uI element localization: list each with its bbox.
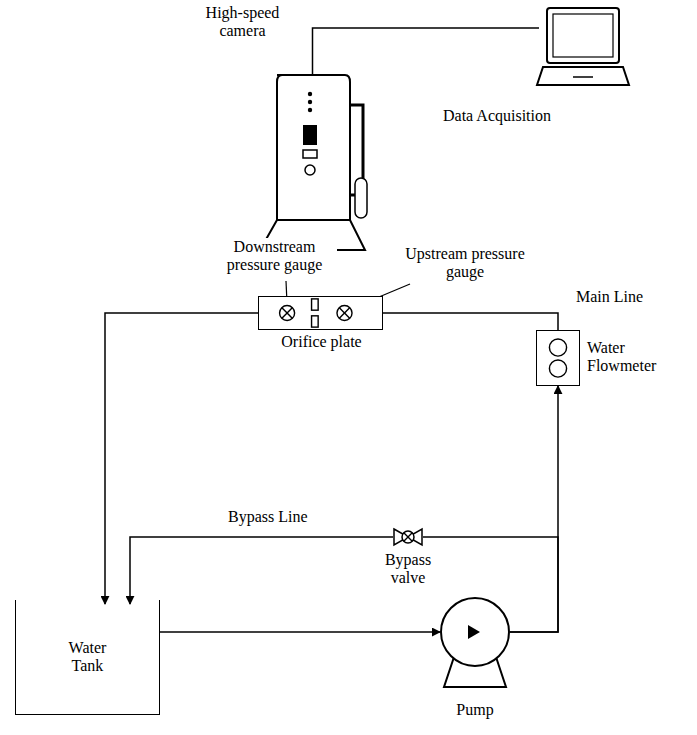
annotation-label: Upstream pressure gauge bbox=[400, 245, 530, 282]
node-label: Bypass valve bbox=[377, 551, 439, 588]
laptop-illustration bbox=[535, 5, 630, 90]
valve-symbol bbox=[393, 527, 423, 547]
node-label: Orifice plate bbox=[259, 333, 384, 351]
pipe-connector bbox=[160, 631, 440, 633]
camera-illustration bbox=[255, 70, 370, 255]
pipe-connector bbox=[130, 537, 393, 604]
pump-node: Pump bbox=[440, 597, 510, 697]
pipe-connector bbox=[105, 313, 258, 604]
camera-node: High-speed camera bbox=[255, 70, 370, 255]
orifice-box: Orifice plate bbox=[258, 296, 383, 330]
pipe-connector bbox=[383, 313, 558, 330]
node-label: Pump bbox=[440, 701, 510, 719]
flowmeter-box: Water Flowmeter bbox=[536, 330, 580, 386]
computer-node: Data Acquisition bbox=[535, 5, 630, 90]
node-label: High-speed camera bbox=[185, 4, 300, 41]
annotation-label: Bypass Line bbox=[228, 508, 328, 526]
node-label: Water Flowmeter bbox=[587, 339, 669, 376]
annotation-label: Main Line bbox=[576, 288, 656, 306]
node-label: Water Tank bbox=[58, 639, 118, 676]
bypass-valve: Bypass valve bbox=[393, 527, 423, 547]
pipe-connector bbox=[510, 386, 558, 632]
node-label: Data Acquisition bbox=[443, 107, 593, 125]
pump-symbol bbox=[440, 597, 510, 697]
pipe-connector bbox=[313, 28, 540, 74]
water-tank: Water Tank bbox=[15, 600, 160, 715]
orifice-illustration bbox=[259, 297, 382, 329]
annotation-label: Downstream pressure gauge bbox=[212, 238, 337, 275]
flowmeter-illustration bbox=[537, 331, 579, 385]
